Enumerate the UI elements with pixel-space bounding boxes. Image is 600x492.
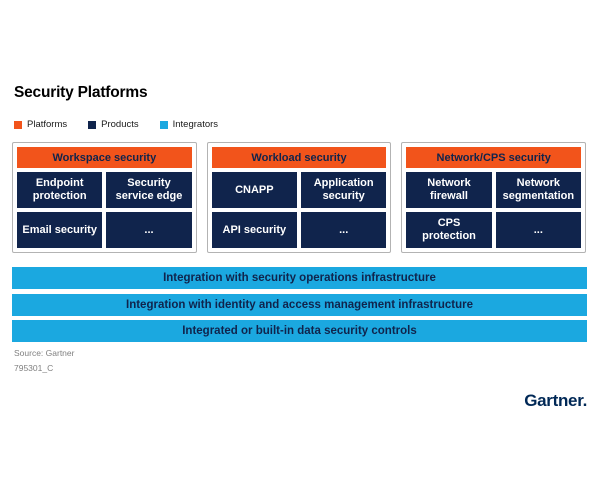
product-cell: API security [211,212,297,248]
product-cell: Security service edge [106,172,192,208]
platform-columns: Workspace security Endpoint protection S… [12,142,587,253]
legend-label: Platforms [27,119,68,130]
platform-header: Network/CPS security [406,147,582,168]
platform-card-network-cps: Network/CPS security Network firewall Ne… [401,142,587,253]
legend: Platforms Products Integrators [14,119,218,130]
product-cell: Network segmentation [495,172,582,208]
product-cell-ellipsis: ... [495,212,582,248]
platform-header: Workload security [211,147,387,168]
product-cell: Endpoint protection [17,172,103,208]
legend-label: Products [101,119,139,130]
product-cell: Email security [17,212,103,248]
integrator-bars: Integration with security operations inf… [12,267,587,342]
integrators-swatch-icon [159,120,168,129]
platforms-swatch-icon [14,120,22,129]
figure-id: 795301_C [14,363,54,373]
product-cell: CNAPP [211,172,297,208]
product-cell: Application security [301,172,387,208]
source-note: Source: Gartner 795301_C [14,346,74,376]
legend-item-products: Products [88,119,139,130]
gartner-logo: Gartner. [524,391,587,410]
platform-card-workspace: Workspace security Endpoint protection S… [12,142,197,253]
legend-label: Integrators [172,119,219,130]
product-grid: CNAPP Application security API security … [211,172,387,248]
product-cell: Network firewall [406,172,492,208]
source-line: Source: Gartner [14,348,75,358]
integrator-bar-identity-access: Integration with identity and access man… [12,293,587,316]
product-cell: CPS protection [406,212,492,248]
integrator-bar-data-security: Integrated or built-in data security con… [12,320,587,342]
integrator-bar-security-operations: Integration with security operations inf… [12,267,587,289]
platform-header: Workspace security [17,147,192,168]
products-swatch-icon [88,120,97,129]
product-grid: Network firewall Network segmentation CP… [406,172,582,248]
legend-item-platforms: Platforms [14,119,67,130]
platform-card-workload: Workload security CNAPP Application secu… [206,142,392,253]
legend-item-integrators: Integrators [159,119,219,130]
product-grid: Endpoint protection Security service edg… [17,172,192,248]
product-cell-ellipsis: ... [301,212,387,248]
page-title: Security Platforms [14,84,148,101]
product-cell-ellipsis: ... [106,212,192,248]
